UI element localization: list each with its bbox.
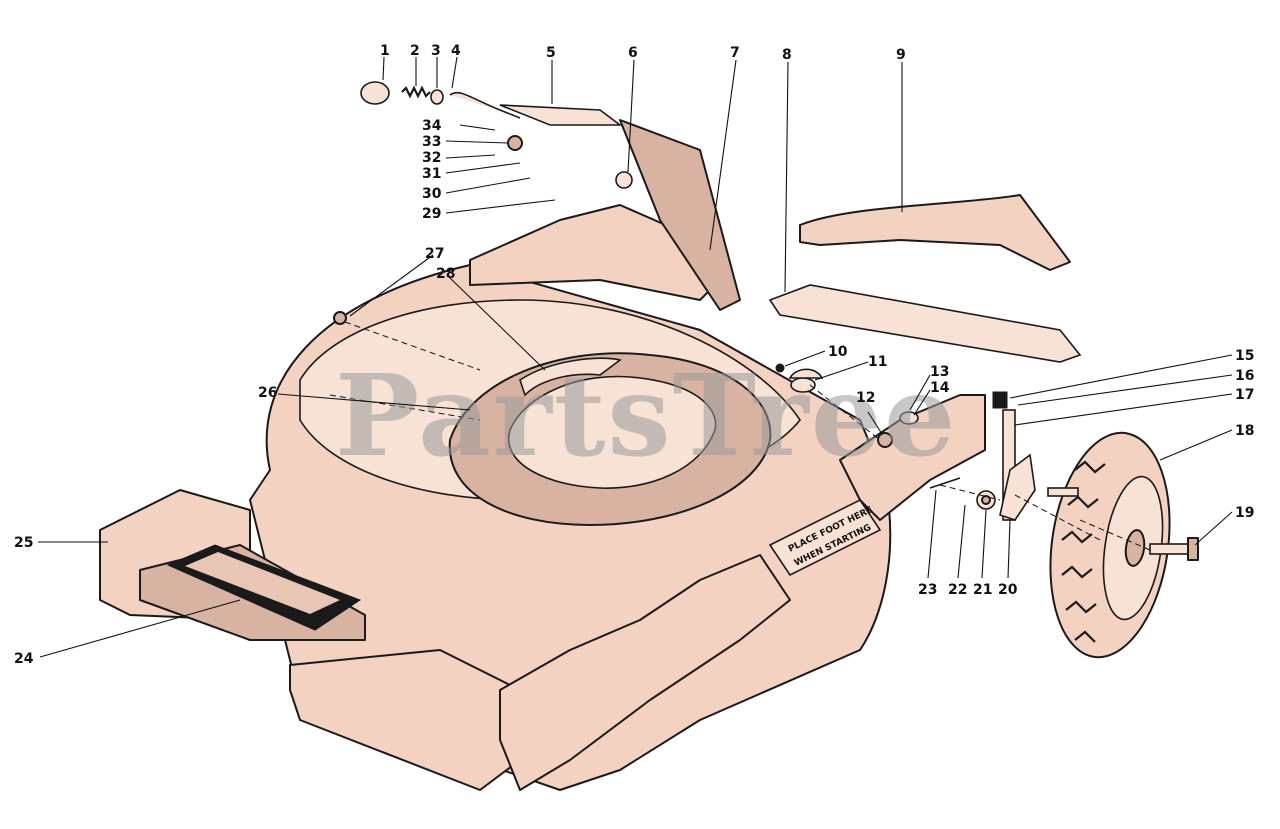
callout-17: 17 — [1235, 387, 1254, 403]
callout-3: 3 — [431, 43, 441, 59]
callout-13: 13 — [930, 364, 949, 380]
callout-18: 18 — [1235, 423, 1254, 439]
callout-30: 30 — [422, 186, 442, 202]
hardware-parts — [333, 81, 1036, 521]
callout-20: 20 — [998, 582, 1018, 598]
callout-28: 28 — [436, 266, 455, 282]
discharge-chute — [768, 194, 1082, 363]
handle-bracket — [469, 104, 741, 311]
callout-4: 4 — [451, 43, 461, 59]
callout-22: 22 — [948, 582, 967, 598]
assembly-lines — [329, 321, 1151, 551]
callout-14: 14 — [930, 380, 950, 396]
callout-labels: 1 2 3 4 5 6 7 8 9 10 11 12 13 14 15 16 1… — [14, 43, 1254, 667]
callout-2: 2 — [410, 43, 420, 59]
callout-24: 24 — [14, 651, 34, 667]
callout-9: 9 — [896, 47, 906, 63]
callout-11: 11 — [868, 354, 887, 370]
callout-34: 34 — [422, 118, 442, 134]
callout-26: 26 — [258, 385, 277, 401]
callout-25: 25 — [14, 535, 33, 551]
callout-23: 23 — [918, 582, 937, 598]
callout-6: 6 — [628, 45, 638, 61]
callout-27: 27 — [425, 246, 444, 262]
model-decal — [166, 544, 362, 631]
callout-1: 1 — [380, 43, 390, 59]
callout-8: 8 — [782, 47, 792, 63]
callout-10: 10 — [828, 344, 848, 360]
wheel — [1047, 431, 1199, 659]
callout-leaders — [38, 56, 1233, 658]
callout-7: 7 — [730, 45, 740, 61]
callout-12: 12 — [856, 390, 875, 406]
callout-5: 5 — [546, 45, 556, 61]
callout-32: 32 — [422, 150, 441, 166]
callout-29: 29 — [422, 206, 441, 222]
callout-15: 15 — [1235, 348, 1254, 364]
callout-16: 16 — [1235, 368, 1254, 384]
watermark: PartsTree — [335, 351, 957, 482]
callout-33: 33 — [422, 134, 441, 150]
callout-31: 31 — [422, 166, 441, 182]
callout-21: 21 — [973, 582, 992, 598]
callout-19: 19 — [1235, 505, 1254, 521]
